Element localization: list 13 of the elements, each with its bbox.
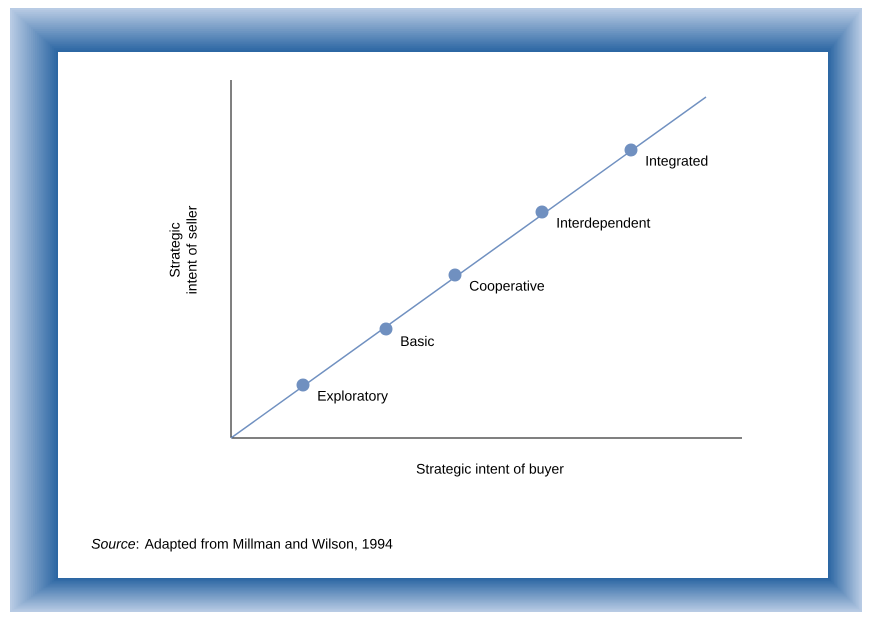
point-dot bbox=[448, 268, 462, 282]
point-dot bbox=[296, 378, 310, 392]
point-label: Exploratory bbox=[318, 390, 388, 404]
point-dot bbox=[624, 144, 638, 156]
axis-label: Strategic intent of seller bbox=[169, 206, 197, 294]
source-note: Source: Adapted from Millman and Wilson, 1994 bbox=[92, 538, 392, 552]
axis-label: Strategic intent of buyer bbox=[416, 463, 564, 477]
point-label: Interdependent bbox=[558, 217, 650, 231]
point-dot bbox=[380, 322, 392, 336]
point-label: Integrated bbox=[646, 155, 708, 169]
point-label: Basic bbox=[401, 336, 434, 346]
point-label: Cooperative bbox=[470, 280, 544, 294]
point-dot bbox=[536, 206, 548, 218]
